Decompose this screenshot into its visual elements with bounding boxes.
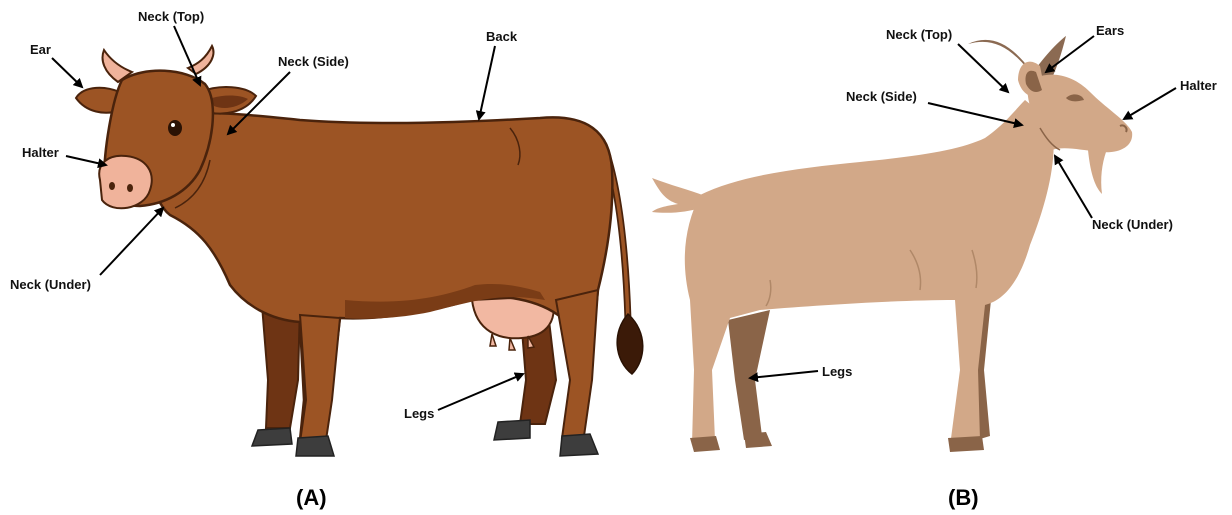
goat-hoof — [744, 432, 772, 448]
cow-hoof — [560, 434, 598, 456]
cow-arrow-neck-under — [100, 208, 163, 275]
goat-arrow-neck-side — [928, 103, 1022, 125]
cow-arrow-ear — [52, 58, 82, 87]
cow-label-halter: Halter — [22, 145, 59, 160]
goat-label-halter: Halter — [1180, 78, 1217, 93]
cow-horn-right — [188, 46, 213, 74]
goat-leg-far-front — [728, 310, 770, 440]
goat-arrow-neck-top — [958, 44, 1008, 92]
goat-arrow-halter — [1124, 88, 1176, 119]
goat-label-ears: Ears — [1096, 23, 1124, 38]
cow-label-ear: Ear — [30, 42, 51, 57]
goat-label-neck-top: Neck (Top) — [886, 27, 952, 42]
goat-beard — [1088, 150, 1106, 194]
cow-leg-near-front — [300, 315, 340, 442]
goat-tail — [652, 178, 705, 213]
cow-label-neck-top: Neck (Top) — [138, 9, 204, 24]
cow-arrow-halter — [66, 156, 106, 165]
goat-label-legs: Legs — [822, 364, 852, 379]
cow-hoof — [252, 428, 292, 446]
cow-muzzle — [99, 156, 152, 209]
goat-label-neck-side: Neck (Side) — [846, 89, 917, 104]
goat-hoof — [690, 436, 720, 452]
cow-hoof — [494, 420, 530, 440]
goat-arrow-neck-under — [1055, 156, 1092, 218]
cow-label-legs: Legs — [404, 406, 434, 421]
cow-teat — [509, 338, 515, 350]
cow-eye-highlight — [171, 123, 175, 127]
cow-hoof — [296, 436, 334, 456]
cow-label-back: Back — [486, 29, 518, 44]
goat-hoof — [948, 436, 984, 452]
cow-teat — [490, 334, 496, 346]
cow-nostril — [127, 184, 133, 192]
goat-arrow-legs — [750, 371, 818, 378]
panel-caption-a: (A) — [296, 485, 327, 510]
cow-arrow-legs — [438, 374, 523, 410]
goat-label-neck-under: Neck (Under) — [1092, 217, 1173, 232]
cow-label-neck-side: Neck (Side) — [278, 54, 349, 69]
cow-illustration — [76, 46, 643, 456]
cow-eye — [168, 120, 182, 136]
cow-label-neck-under: Neck (Under) — [10, 277, 91, 292]
cow-nostril — [109, 182, 115, 190]
panel-caption-b: (B) — [948, 485, 979, 510]
cow-tail-tuft — [617, 314, 643, 374]
cow-arrow-back — [479, 46, 495, 119]
cow-leg-far-front — [262, 305, 300, 428]
cow-leg-near-back — [556, 290, 598, 438]
